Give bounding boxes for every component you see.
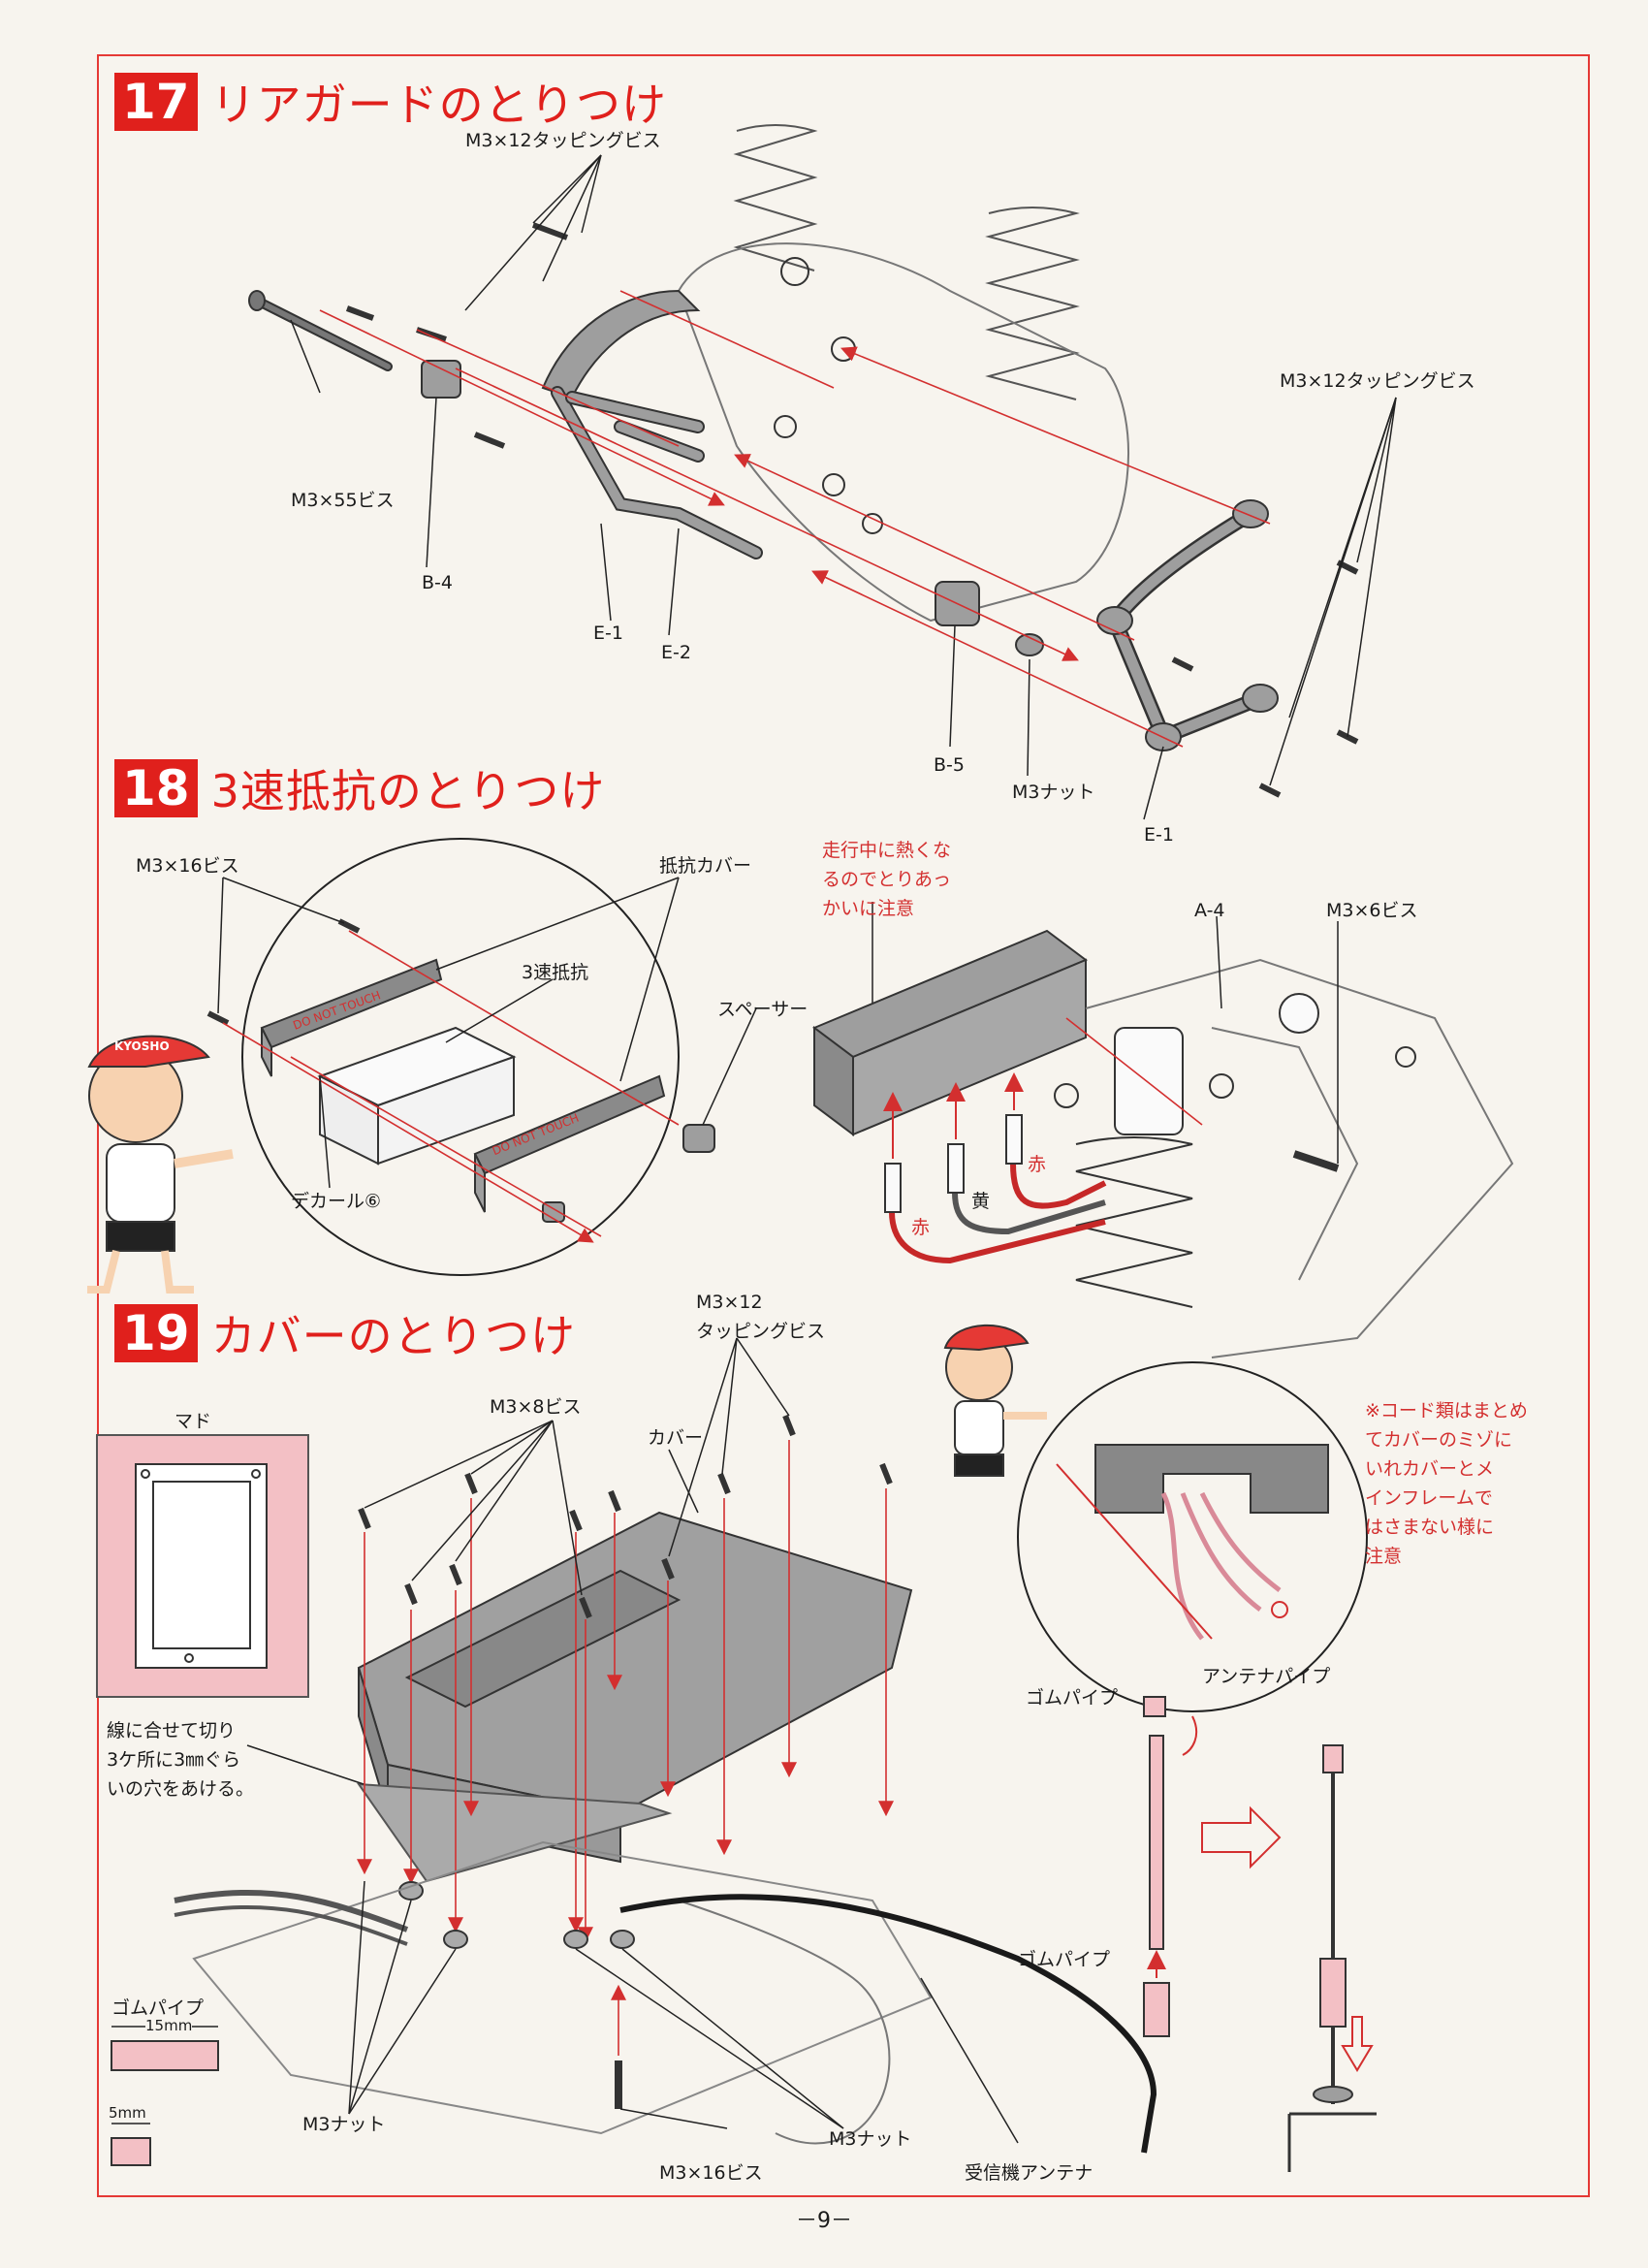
step-title-18: 3速抵抗のとりつけ [210,765,606,817]
label-antenna-pipe: アンテナパイプ [1202,1666,1331,1687]
resistor-diagram [206,838,1514,1358]
label-rubber-pipe-left: ゴムパイプ [111,1997,205,2019]
label-cover: カバー [648,1427,704,1449]
label-window: マド [174,1411,212,1432]
label-m3x8-screw: M3×8ビス [490,1396,582,1418]
receiver-antenna [619,1894,1157,2154]
m3x55-bolt [248,290,393,371]
label-m3x55-bolt: M3×55ビス [291,490,395,511]
tapping-screws-17 [345,222,569,449]
label-m3-nut-17: M3ナット [1012,782,1095,803]
cap-logo-kyosho: KYOSHO [114,1039,170,1053]
m3-nut-17 [1015,633,1044,656]
label-wire-red-2: 赤 [1028,1154,1047,1175]
section-17-title: 17 リアガードのとりつけ [114,70,667,134]
cover-diagram [96,1337,1377,2172]
antenna-pipe-assembly [1143,1696,1377,2172]
label-m3-nut-left: M3ナット [302,2114,386,2135]
label-m3x6-screw: M3×6ビス [1326,900,1418,921]
assembly-arrows-19 [357,1440,894,2056]
step-title-19: カバーのとりつけ [210,1310,577,1362]
wire-harness-18 [883,1072,1107,1264]
m3-nuts-19 [398,1881,635,1949]
rear-guard-e1-right [1096,499,1359,798]
label-e1-right: E-1 [1144,824,1174,846]
label-m3x16-screw-19: M3×16ビス [659,2162,763,2184]
label-b5: B-5 [934,754,965,776]
assembly-arrows-18 [222,930,680,1243]
zoom-circle-18 [241,838,680,1276]
label-rubber-pipe-mid: ゴムパイプ [1018,1949,1111,1970]
step-title-17: リアガードのとりつけ [210,79,668,131]
label-wire-yellow: 黄 [971,1191,991,1212]
leader-lines-19 [246,1337,1019,2144]
label-resistor-cover: 抵抗カバー [659,855,752,877]
label-tapping-screw-top: M3×12タッピングビス [465,130,661,151]
page-border [97,54,1590,2197]
mascot-boy-small [943,1324,1047,1477]
label-dim-15mm: 15mm [145,2017,193,2034]
assembly-arrows-17 [319,290,1271,748]
wire-bundle [174,1890,409,1933]
label-m3x16-screw-18: M3×16ビス [136,855,239,877]
rubber-pipe-5mm [111,2137,151,2166]
label-3speed-resistor: 3速抵抗 [522,962,589,983]
section-18-title: 18 3速抵抗のとりつけ [114,756,605,820]
gear-hub [780,257,809,286]
lower-chassis [192,1840,933,2135]
label-m3x12-tapping-screw-19: M3×12 タッピングビス [696,1292,826,1342]
label-e1-left: E-1 [593,623,623,644]
heat-warning-note: 走行中に熱くな るのでとりあっ かいに注意 [822,840,952,919]
page-number: －9－ [796,2209,852,2233]
leader-lines-18 [217,877,873,1189]
label-b4: B-4 [422,572,453,593]
label-dim-5mm: 5mm [109,2104,146,2122]
spacer [682,1124,715,1153]
chassis-frame [1085,958,1514,1358]
label-decal: デカール⑥ [291,1191,382,1212]
m3x8-screws [358,1414,893,1619]
leader-lines-17 [290,154,1397,820]
spring-left [733,124,818,272]
mascot-boy-pointing [87,1035,234,1294]
gearbox-outline [677,242,1129,623]
resistor-mounted [812,929,1088,1136]
label-m3-nut-mid: M3ナット [829,2128,912,2150]
step-number-19: 19 [114,1304,198,1362]
cover-body [356,1511,913,1883]
label-wire-red-1: 赤 [911,1217,931,1238]
block-b4 [421,360,461,399]
rubber-pipe-15mm [111,2040,219,2071]
label-e2: E-2 [661,642,691,663]
label-spacer: スペーサー [717,999,808,1020]
label-rubber-pipe-top: ゴムパイプ [1026,1687,1119,1709]
step-number-17: 17 [114,73,198,131]
rear-guard-diagram [248,124,1397,820]
rear-guard-e2 [541,289,701,399]
label-receiver-antenna: 受信機アンテナ [965,2162,1093,2184]
label-tapping-screw-right: M3×12タッピングビス [1280,370,1475,392]
step-number-18: 18 [114,759,198,817]
cord-routing-note: ※コード類はまとめ てカバーのミゾに いれカバーとメ インフレームで はさまない… [1365,1400,1528,1567]
label-a4: A-4 [1194,900,1225,921]
spring-right [985,207,1080,400]
zoom-circle-19 [1017,1361,1368,1712]
cut-instruction-note: 線に合せて切り 3ケ所に3㎜ぐら いの穴をあける。 [107,1720,255,1800]
section-19-title: 19 カバーのとりつけ [114,1301,576,1365]
shock-absorber [1054,1027,1234,1308]
